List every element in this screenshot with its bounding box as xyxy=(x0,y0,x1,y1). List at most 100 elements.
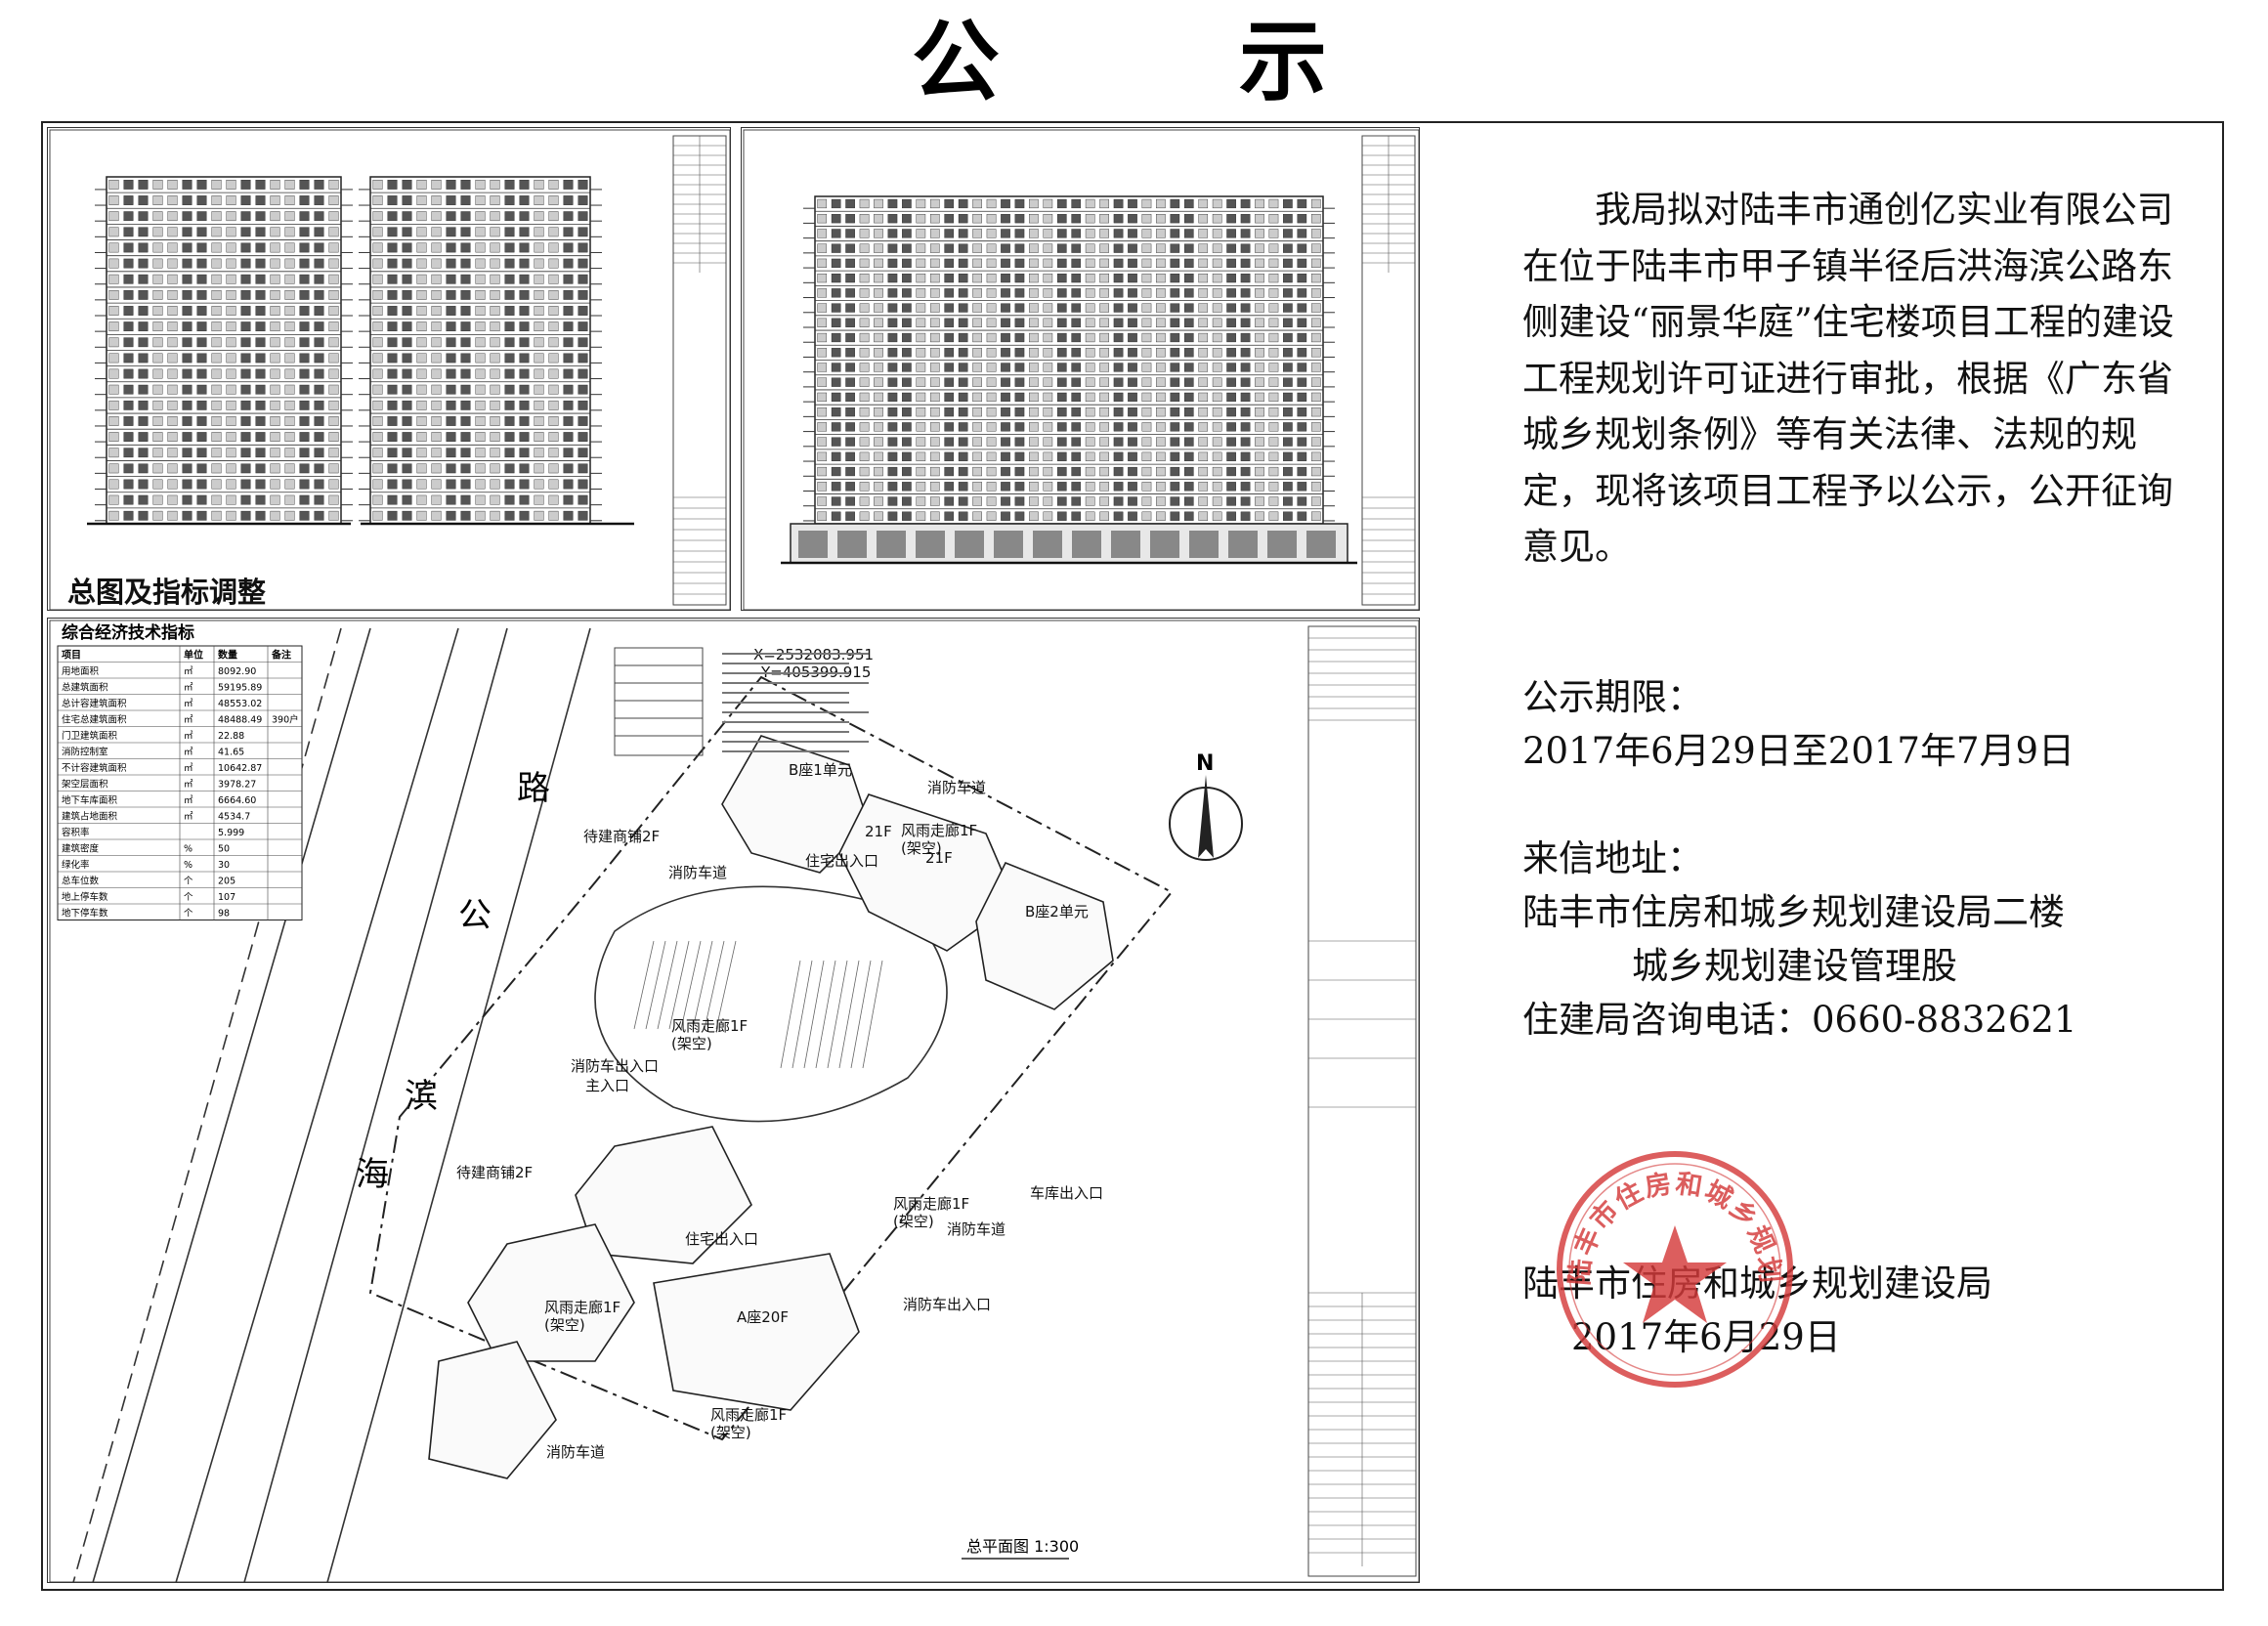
window xyxy=(1056,496,1067,506)
window xyxy=(196,400,207,410)
window xyxy=(1113,229,1124,238)
window xyxy=(1283,482,1293,492)
window xyxy=(270,353,280,364)
window xyxy=(1043,511,1053,521)
window xyxy=(255,227,266,237)
window xyxy=(138,337,149,348)
window xyxy=(1071,332,1082,343)
window xyxy=(578,227,588,237)
window xyxy=(504,416,515,426)
window xyxy=(460,306,471,316)
window xyxy=(167,289,178,300)
window xyxy=(902,332,912,343)
window xyxy=(1170,466,1180,477)
window xyxy=(299,510,310,521)
window xyxy=(1085,407,1095,417)
window xyxy=(1071,288,1082,298)
window xyxy=(431,321,442,332)
window xyxy=(446,416,456,426)
window xyxy=(1310,243,1321,253)
window xyxy=(1099,303,1109,313)
window xyxy=(929,288,940,298)
window xyxy=(519,195,530,205)
window xyxy=(1043,422,1053,432)
label-car-exit: 车库出入口 xyxy=(1030,1184,1103,1202)
window xyxy=(1255,273,1264,283)
window xyxy=(1268,363,1279,372)
window xyxy=(986,198,997,209)
window xyxy=(944,407,955,417)
window xyxy=(1255,198,1264,209)
window xyxy=(211,211,222,222)
window xyxy=(1255,392,1264,403)
window xyxy=(986,392,997,403)
window xyxy=(123,448,134,458)
window xyxy=(1043,407,1053,417)
window xyxy=(108,432,119,442)
window xyxy=(299,384,310,395)
window xyxy=(944,258,955,268)
window xyxy=(226,368,236,379)
window xyxy=(108,416,119,426)
window xyxy=(490,211,500,222)
window xyxy=(1198,258,1209,268)
window xyxy=(986,437,997,447)
window xyxy=(1001,198,1010,209)
window xyxy=(902,377,912,387)
window xyxy=(446,510,456,521)
parking-stall xyxy=(827,960,848,1069)
window xyxy=(270,368,280,379)
window xyxy=(534,211,544,222)
window xyxy=(887,258,898,268)
window xyxy=(887,392,898,403)
window xyxy=(929,422,940,432)
window xyxy=(1029,466,1039,477)
window xyxy=(1198,198,1209,209)
window xyxy=(372,211,383,222)
window xyxy=(328,227,339,237)
window xyxy=(817,496,828,506)
window xyxy=(240,384,251,395)
window xyxy=(1128,482,1137,492)
window xyxy=(1156,198,1166,209)
table-cell: 22.88 xyxy=(218,731,244,742)
window xyxy=(402,242,412,253)
table-cell: ㎡ xyxy=(184,812,193,823)
window xyxy=(986,466,997,477)
window xyxy=(387,227,398,237)
label-building-a: A座20F xyxy=(737,1308,789,1326)
window xyxy=(1268,332,1279,343)
window xyxy=(1156,229,1166,238)
window xyxy=(1001,422,1010,432)
table-cell: 8092.90 xyxy=(218,666,256,677)
window xyxy=(1099,482,1109,492)
window xyxy=(958,332,968,343)
window xyxy=(1268,318,1279,327)
window xyxy=(387,510,398,521)
window xyxy=(1170,437,1180,447)
window xyxy=(1240,243,1251,253)
window xyxy=(1240,437,1251,447)
window xyxy=(845,258,855,268)
window xyxy=(1043,332,1053,343)
window xyxy=(1001,392,1010,403)
window xyxy=(1255,243,1264,253)
window xyxy=(1297,422,1307,432)
parking-stall xyxy=(850,960,872,1069)
shopfront xyxy=(1189,531,1219,558)
window xyxy=(211,416,222,426)
window xyxy=(519,289,530,300)
window xyxy=(887,511,898,521)
window xyxy=(831,422,841,432)
window xyxy=(152,353,163,364)
window xyxy=(211,353,222,364)
window xyxy=(1240,303,1251,313)
window xyxy=(1212,451,1222,461)
window xyxy=(387,494,398,505)
window xyxy=(108,479,119,490)
window xyxy=(196,479,207,490)
window xyxy=(490,227,500,237)
window xyxy=(1226,466,1236,477)
window xyxy=(270,274,280,284)
window xyxy=(402,321,412,332)
